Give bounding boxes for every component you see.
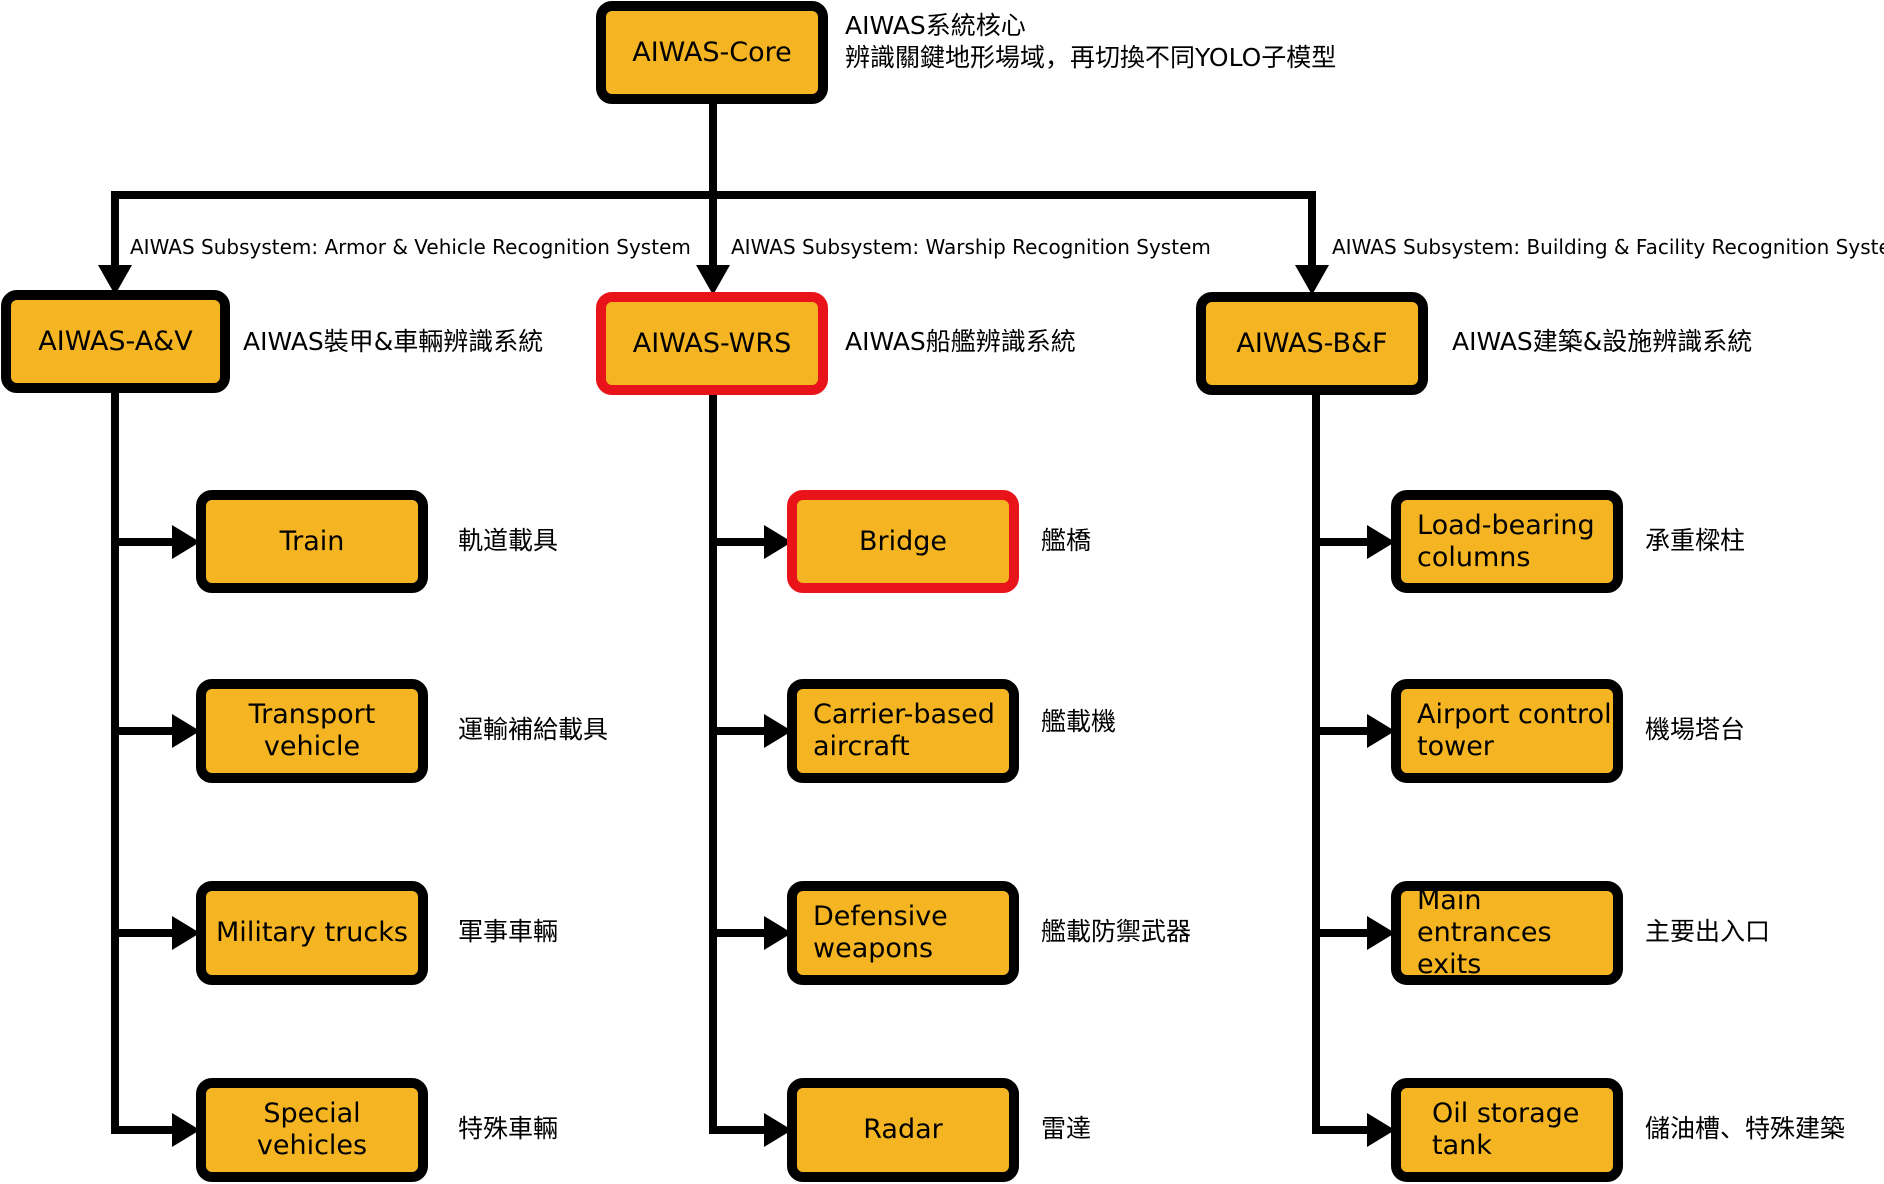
leaf-description-carrier-based-aircraft: 艦載機 bbox=[1041, 707, 1117, 736]
subsystem-description-wrs: AIWAS船艦辨識系統 bbox=[845, 327, 1076, 356]
subsystem-caption-bf: AIWAS Subsystem: Building & Facility Rec… bbox=[1332, 235, 1884, 259]
arrowhead-right-wrs-1 bbox=[764, 525, 792, 559]
leaf-node-main-entrances-exits-label: Main entrances exits bbox=[1417, 885, 1552, 980]
arrowhead-right-wrs-2 bbox=[764, 714, 792, 748]
leaf-node-defensive-weapons-label: Defensive weapons bbox=[813, 901, 948, 964]
leaf-node-train: Train bbox=[196, 490, 428, 593]
arrowhead-right-wrs-3 bbox=[764, 916, 792, 950]
core-node-label: AIWAS-Core bbox=[632, 36, 792, 68]
arrowhead-down-wrs bbox=[696, 265, 730, 295]
core-description-line1: AIWAS系統核心 bbox=[845, 11, 1026, 40]
leaf-description-load-bearing-columns: 承重樑柱 bbox=[1645, 526, 1746, 555]
subsystem-node-av: AIWAS-A&V bbox=[1, 290, 230, 393]
leaf-description-military-trucks: 軍事車輛 bbox=[458, 917, 559, 946]
leaf-description-radar: 雷達 bbox=[1041, 1114, 1092, 1143]
subsystem-caption-av: AIWAS Subsystem: Armor & Vehicle Recogni… bbox=[130, 235, 691, 259]
leaf-description-airport-control-tower: 機場塔台 bbox=[1645, 715, 1746, 744]
leaf-node-defensive-weapons: Defensive weapons bbox=[787, 881, 1019, 985]
arrowhead-right-bf-4 bbox=[1367, 1113, 1395, 1147]
leaf-node-airport-control-tower: Airport control tower bbox=[1391, 679, 1623, 783]
leaf-description-defensive-weapons: 艦載防禦武器 bbox=[1041, 917, 1192, 946]
leaf-node-airport-control-tower-label: Airport control tower bbox=[1417, 699, 1612, 762]
arrowhead-right-bf-1 bbox=[1367, 525, 1395, 559]
leaf-node-radar: Radar bbox=[787, 1078, 1019, 1182]
subsystem-node-bf-label: AIWAS-B&F bbox=[1236, 327, 1388, 359]
leaf-node-radar-label: Radar bbox=[863, 1114, 943, 1146]
subsystem-node-wrs-label: AIWAS-WRS bbox=[632, 327, 792, 359]
leaf-node-bridge-label: Bridge bbox=[858, 525, 947, 557]
arrowhead-right-av-3 bbox=[172, 916, 200, 950]
leaf-node-military-trucks-label: Military trucks bbox=[216, 917, 408, 949]
leaf-description-special-vehicles: 特殊車輛 bbox=[458, 1114, 559, 1143]
leaf-node-load-bearing-columns: Load-bearing columns bbox=[1391, 490, 1623, 593]
leaf-node-special-vehicles-label: Special vehicles bbox=[256, 1098, 368, 1161]
leaf-description-bridge: 艦橋 bbox=[1041, 526, 1092, 555]
arrowhead-right-av-1 bbox=[172, 525, 200, 559]
core-description-line2: 辨識關鍵地形場域，再切換不同YOLO子模型 bbox=[845, 43, 1337, 72]
subsystem-node-bf: AIWAS-B&F bbox=[1196, 292, 1428, 395]
leaf-description-transport-vehicle: 運輸補給載具 bbox=[458, 715, 609, 744]
leaf-node-load-bearing-columns-label: Load-bearing columns bbox=[1417, 509, 1595, 573]
leaf-description-oil-storage-tank: 儲油槽、特殊建築 bbox=[1645, 1114, 1846, 1143]
leaf-description-main-entrances-exits: 主要出入口 bbox=[1645, 917, 1771, 946]
leaf-node-bridge: Bridge bbox=[787, 490, 1019, 593]
arrowhead-right-av-4 bbox=[172, 1113, 200, 1147]
leaf-node-train-label: Train bbox=[279, 525, 345, 557]
arrowhead-right-wrs-4 bbox=[764, 1113, 792, 1147]
leaf-node-oil-storage-tank: Oil storage tank bbox=[1391, 1078, 1623, 1182]
arrowhead-right-bf-3 bbox=[1367, 916, 1395, 950]
core-node: AIWAS-Core bbox=[596, 1, 828, 104]
leaf-node-transport-vehicle: Transport vehicle bbox=[196, 679, 428, 783]
leaf-node-oil-storage-tank-label: Oil storage tank bbox=[1432, 1098, 1580, 1161]
arrowhead-right-bf-2 bbox=[1367, 714, 1395, 748]
arrowhead-down-av bbox=[98, 265, 132, 295]
arrowhead-right-av-2 bbox=[172, 714, 200, 748]
subsystem-node-av-label: AIWAS-A&V bbox=[38, 325, 193, 357]
leaf-node-carrier-based-aircraft-label: Carrier-based aircraft bbox=[813, 699, 995, 762]
leaf-node-transport-vehicle-label: Transport vehicle bbox=[248, 699, 376, 762]
subsystem-caption-wrs: AIWAS Subsystem: Warship Recognition Sys… bbox=[731, 235, 1211, 259]
subsystem-node-wrs: AIWAS-WRS bbox=[596, 292, 828, 395]
subsystem-description-bf: AIWAS建築&設施辨識系統 bbox=[1452, 327, 1753, 356]
leaf-node-military-trucks: Military trucks bbox=[196, 881, 428, 985]
arrowhead-down-bf bbox=[1295, 265, 1329, 295]
leaf-node-carrier-based-aircraft: Carrier-based aircraft bbox=[787, 679, 1019, 783]
subsystem-description-av: AIWAS裝甲&車輛辨識系統 bbox=[243, 327, 544, 356]
leaf-node-special-vehicles: Special vehicles bbox=[196, 1078, 428, 1182]
leaf-node-main-entrances-exits: Main entrances exits bbox=[1391, 881, 1623, 985]
leaf-description-train: 軌道載具 bbox=[458, 526, 559, 555]
